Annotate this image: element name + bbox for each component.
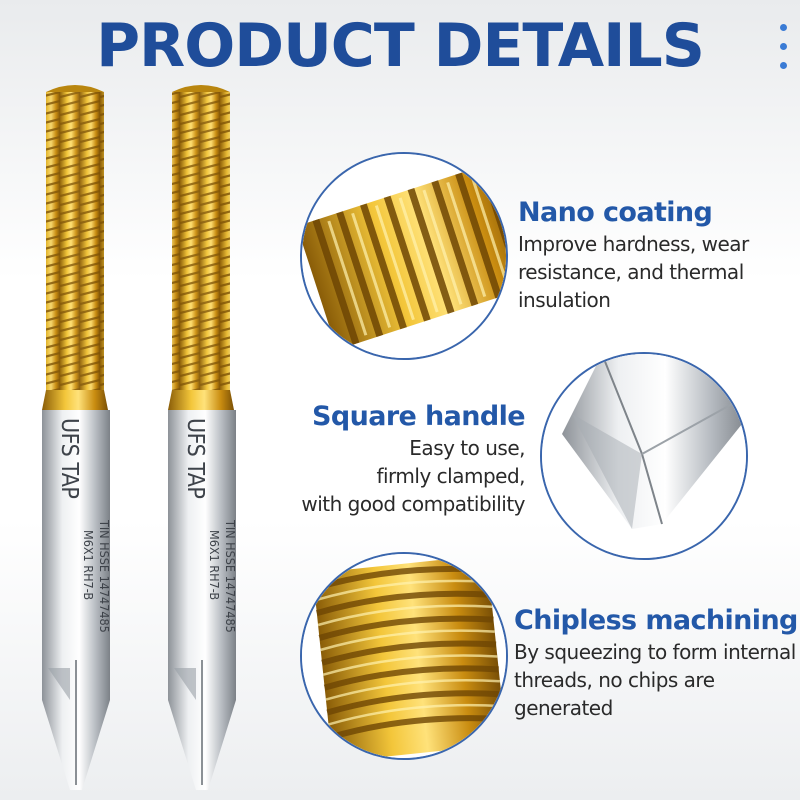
feature-heading: Chipless machining xyxy=(514,605,798,636)
feature-line: By squeezing to form internal xyxy=(514,640,796,664)
dot xyxy=(780,62,787,69)
feature-heading: Nano coating xyxy=(518,197,713,228)
feature-nano-coating: Nano coating Improve hardness, wear resi… xyxy=(518,196,749,314)
feature-line: generated xyxy=(514,696,613,720)
tap-right-brand: UFS TAP xyxy=(182,418,208,498)
feature-line: insulation xyxy=(518,288,611,312)
square-handle-detail-image xyxy=(540,352,748,560)
feature-chipless-machining: Chipless machining By squeezing to form … xyxy=(514,604,798,722)
tap-right-spec: M6X1 RH7-B xyxy=(207,530,222,600)
tap-right-material: TIN HSSE 14747485 xyxy=(223,519,238,633)
dot xyxy=(780,43,787,50)
page-title: PRODUCT DETAILS xyxy=(96,11,705,81)
tap-left-brand: UFS TAP xyxy=(56,418,82,498)
nano-coating-detail-image xyxy=(300,152,508,360)
tap-right xyxy=(168,85,236,790)
tap-left xyxy=(42,85,110,790)
chipless-machining-detail-image xyxy=(300,552,508,760)
tap-left-material: TIN HSSE 14747485 xyxy=(97,519,112,633)
feature-line: resistance, and thermal xyxy=(518,260,744,284)
feature-heading: Square handle xyxy=(312,401,526,432)
feature-square-handle: Square handle Easy to use, firmly clampe… xyxy=(301,400,525,518)
dot xyxy=(780,24,787,31)
feature-line: with good compatibility xyxy=(301,492,525,516)
feature-line: firmly clamped, xyxy=(376,464,525,488)
feature-line: Improve hardness, wear xyxy=(518,232,749,256)
feature-line: threads, no chips are xyxy=(514,668,715,692)
tap-left-spec: M6X1 RH7-B xyxy=(81,530,96,600)
more-options-icon[interactable] xyxy=(780,24,788,81)
feature-line: Easy to use, xyxy=(409,436,525,460)
